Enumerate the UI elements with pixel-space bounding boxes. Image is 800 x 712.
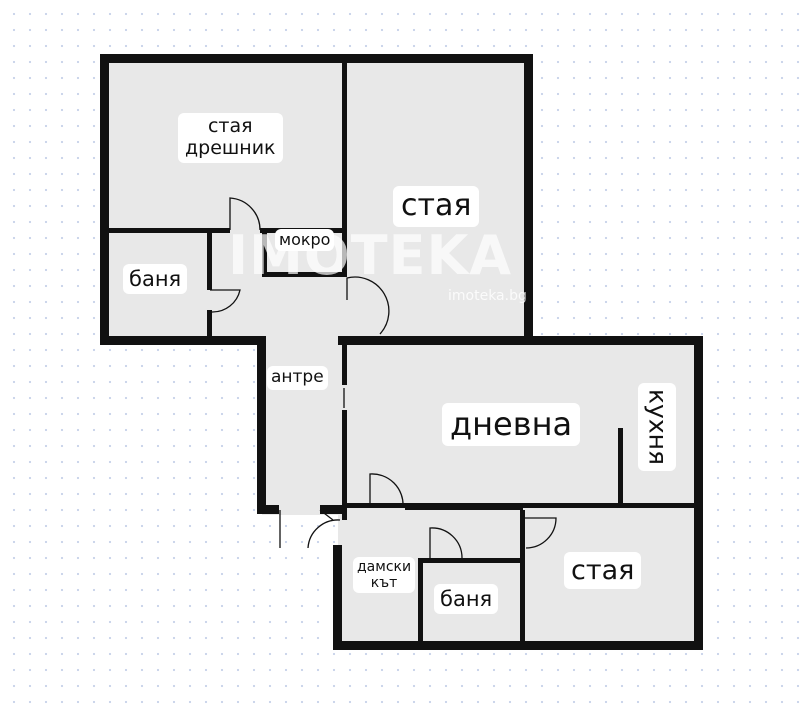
room-label-big: стая [393,186,480,227]
room-label-closet: стая дрешник [178,113,283,163]
room-label-kitchen-text: кухня [643,388,673,466]
door-swings [210,197,557,560]
room-label-powder-line2: кът [370,575,398,592]
room-label-wet: мокро [275,229,335,252]
watermark-logo: IMOTEKA [228,224,513,287]
room-label-kitchen: кухня [638,383,676,471]
room-label-bath-left: баня [123,264,188,295]
room-label-powder-line1: дамски [357,559,412,575]
room-label-closet-line2: дрешник [185,136,276,159]
interior-walls [108,62,696,642]
exterior-walls [100,54,703,650]
room-label-hall: антре [267,366,328,390]
room-label-living: дневна [442,403,581,446]
room-label-closet-line1: стая [207,115,253,137]
watermark-url: imoteka.bg [448,288,527,304]
room-label-powder: дамски кът [353,557,416,594]
room-label-small: стая [564,552,642,590]
room-label-bath-bottom: баня [434,584,499,615]
